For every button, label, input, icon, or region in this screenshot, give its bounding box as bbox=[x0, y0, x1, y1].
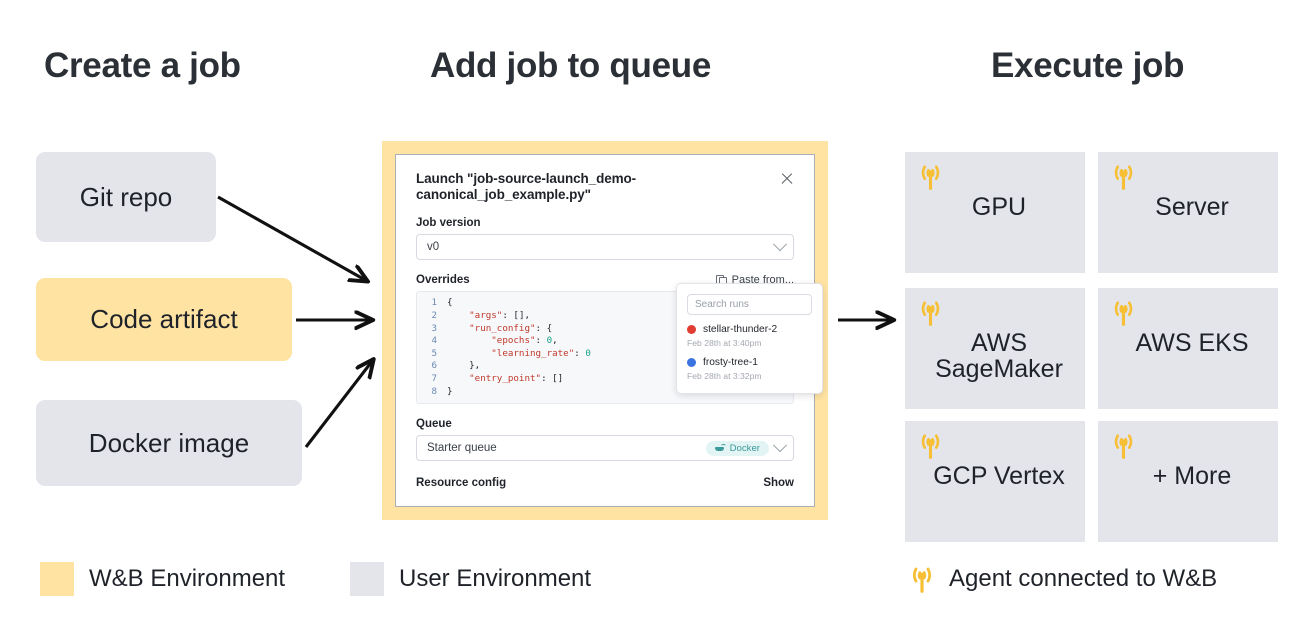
code-line-text: "learning_rate": 0 bbox=[491, 347, 591, 359]
legend-label-agent: Agent connected to W&B bbox=[949, 565, 1218, 592]
job-version-select[interactable]: v0 bbox=[416, 234, 794, 261]
code-line-number: 1 bbox=[431, 297, 437, 309]
target-card[interactable]: AWS SageMaker bbox=[905, 288, 1085, 409]
code-line: 4 "epochs": 0, bbox=[417, 335, 793, 348]
code-line-number: 8 bbox=[431, 385, 437, 397]
target-card-label: GPU bbox=[971, 193, 1027, 221]
heading-add-job-to-queue: Add job to queue bbox=[430, 46, 711, 85]
code-line-number: 6 bbox=[431, 360, 437, 372]
code-line-number: 7 bbox=[431, 372, 437, 384]
queue-label: Queue bbox=[416, 418, 452, 431]
code-line-text: } bbox=[447, 385, 453, 397]
docker-badge: Docker bbox=[705, 440, 769, 456]
source-box-label: Code artifact bbox=[90, 304, 238, 334]
code-line-text: }, bbox=[447, 360, 481, 372]
run-color-dot bbox=[687, 358, 696, 367]
legend-label-user: User Environment bbox=[399, 565, 592, 592]
chevron-down-icon bbox=[772, 237, 788, 252]
run-timestamp: Feb 28th at 3:40pm bbox=[687, 338, 762, 348]
antenna-icon bbox=[1107, 429, 1140, 462]
code-line: 6 }, bbox=[417, 360, 793, 373]
code-line: 3 "run_config": { bbox=[417, 323, 793, 336]
heading-execute-job: Execute job bbox=[991, 46, 1185, 85]
code-line-text: "entry_point": [] bbox=[469, 372, 564, 384]
target-card-label: Server bbox=[1155, 193, 1229, 221]
source-box-label: Git repo bbox=[79, 181, 173, 212]
legend-swatch-user bbox=[350, 562, 384, 596]
close-icon[interactable] bbox=[780, 172, 794, 186]
resource-config-label: Resource config bbox=[416, 477, 507, 490]
job-version-label: Job version bbox=[416, 217, 481, 230]
legend-wandb-environment: W&B Environment bbox=[40, 562, 285, 596]
target-card-label: + More bbox=[1152, 462, 1232, 490]
legend-label-wandb: W&B Environment bbox=[89, 565, 286, 592]
resource-config-row: Resource config Show bbox=[416, 477, 794, 489]
code-line-text: "args": [], bbox=[469, 309, 531, 321]
source-box-docker-image: Docker image bbox=[36, 400, 302, 486]
legend-swatch-wandb bbox=[40, 562, 74, 596]
target-card[interactable]: + More bbox=[1098, 421, 1278, 542]
launch-job-modal: Launch "job-source-launch_demo-canonical… bbox=[395, 154, 823, 507]
antenna-icon bbox=[914, 296, 947, 329]
code-line: 7 "entry_point": [] bbox=[417, 373, 793, 386]
queue-value: Starter queue bbox=[427, 442, 497, 455]
launch-modal-header: Launch "job-source-launch_demo-canonical… bbox=[416, 171, 794, 203]
antenna-icon bbox=[1107, 160, 1140, 193]
code-line-text: { bbox=[447, 297, 453, 309]
run-name: stellar-thunder-2 bbox=[703, 324, 778, 335]
chevron-down-icon bbox=[772, 438, 788, 453]
target-card[interactable]: GCP Vertex bbox=[905, 421, 1085, 542]
resource-config-show-button[interactable]: Show bbox=[763, 477, 794, 490]
wandb-environment-frame: Launch "job-source-launch_demo-canonical… bbox=[382, 141, 828, 520]
antenna-icon bbox=[914, 429, 947, 462]
target-card-label: AWS SageMaker bbox=[935, 329, 1063, 384]
code-line-number: 2 bbox=[431, 309, 437, 321]
antenna-icon bbox=[914, 160, 947, 193]
arrow-git-repo-to-launch bbox=[217, 195, 367, 281]
source-box-code-artifact: Code artifact bbox=[36, 278, 292, 361]
target-card[interactable]: GPU bbox=[905, 152, 1085, 273]
legend-user-environment: User Environment bbox=[350, 562, 591, 596]
code-line-text: "epochs": 0, bbox=[491, 335, 558, 347]
code-line: 1{ bbox=[417, 297, 793, 310]
run-timestamp: Feb 28th at 3:32pm bbox=[687, 371, 762, 381]
antenna-icon bbox=[905, 562, 939, 596]
code-line-text: "run_config": { bbox=[469, 322, 553, 334]
code-line: 5 "learning_rate": 0 bbox=[417, 348, 793, 361]
target-card-label: AWS EKS bbox=[1135, 329, 1249, 357]
heading-create-a-job: Create a job bbox=[44, 46, 241, 85]
code-line-number: 4 bbox=[431, 335, 437, 347]
code-line-number: 5 bbox=[431, 347, 437, 359]
run-name: frosty-tree-1 bbox=[703, 357, 758, 368]
code-line: 8} bbox=[417, 386, 793, 399]
overrides-label: Overrides bbox=[416, 274, 470, 287]
docker-badge-label: Docker bbox=[729, 442, 760, 454]
target-card[interactable]: AWS EKS bbox=[1098, 288, 1278, 409]
antenna-icon bbox=[1107, 296, 1140, 329]
run-color-dot bbox=[687, 325, 696, 334]
job-version-value: v0 bbox=[427, 241, 440, 254]
target-card[interactable]: Server bbox=[1098, 152, 1278, 273]
code-line: 2 "args": [], bbox=[417, 310, 793, 323]
legend-agent-connected: Agent connected to W&B bbox=[905, 562, 1217, 596]
target-card-label: GCP Vertex bbox=[933, 462, 1065, 490]
source-box-git-repo: Git repo bbox=[36, 152, 216, 242]
source-box-label: Docker image bbox=[88, 427, 250, 458]
search-runs-input[interactable]: Search runs bbox=[687, 294, 812, 315]
queue-select[interactable]: Starter queue Docker bbox=[416, 435, 794, 462]
launch-modal-title: Launch "job-source-launch_demo-canonical… bbox=[416, 171, 637, 203]
arrow-docker-image-to-launch bbox=[304, 360, 373, 448]
docker-icon bbox=[714, 444, 726, 452]
code-line-number: 3 bbox=[431, 322, 437, 334]
